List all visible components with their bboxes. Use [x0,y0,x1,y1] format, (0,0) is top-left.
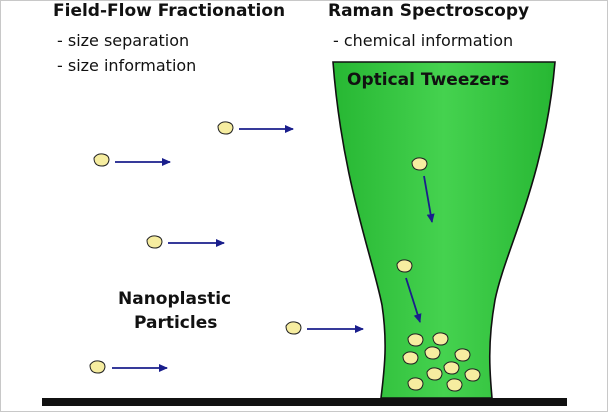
flow-particle [285,321,302,335]
nanoplastic-label: Nanoplastic [118,289,232,309]
fff-bullet-size-information: - size information [57,56,197,75]
flow-particle [89,360,106,374]
descent-arrow [423,175,435,223]
raman-bullet-chemical-information: - chemical information [333,31,514,50]
flow-particle [93,153,110,167]
ground-line [42,398,567,406]
fff-title: Field-Flow Fractionation [53,1,286,21]
optical-tweezers-label: Optical Tweezers [347,70,510,90]
trapped-particle [411,157,428,171]
fff-bullet-size-separation: - size separation [57,31,190,50]
optical-tweezers-beam [332,61,556,399]
flow-particle [217,121,234,135]
raman-title: Raman Spectroscopy [328,1,530,21]
particles-label: Particles [134,313,218,333]
trapped-particle [396,259,413,273]
flow-particle [146,235,163,249]
descent-arrow [405,277,422,323]
particle-cluster [402,332,481,392]
